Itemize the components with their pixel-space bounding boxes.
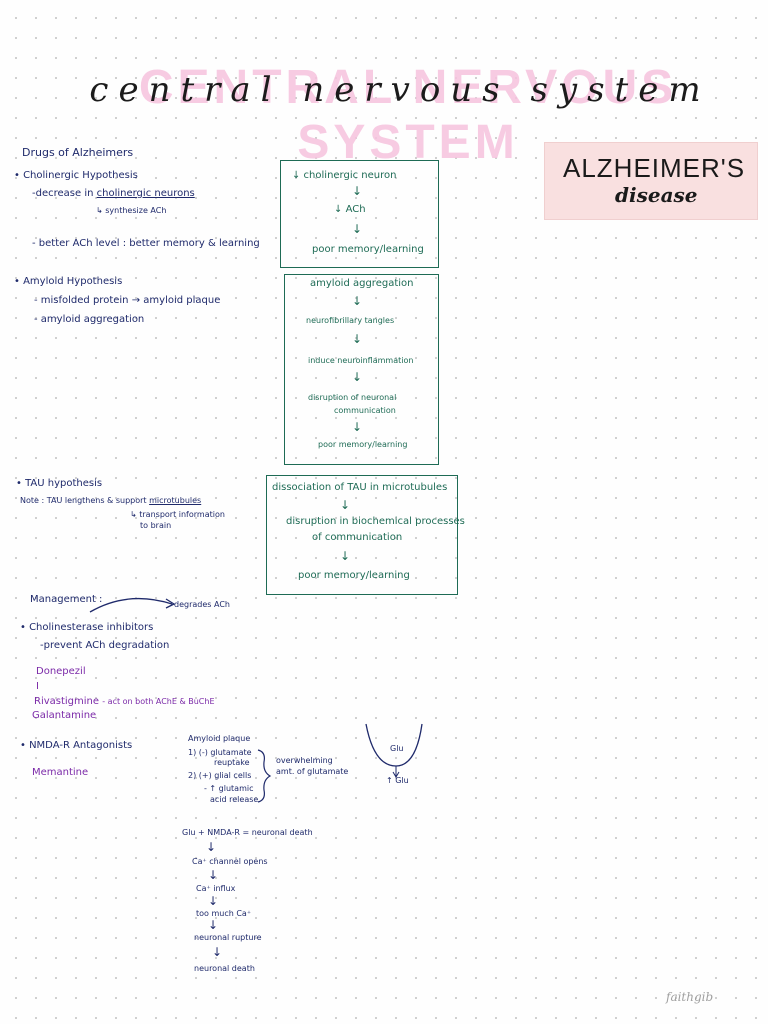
box3-step-4: poor memory/learning	[298, 570, 410, 581]
degrades-ach: degrades ACh	[174, 600, 230, 609]
amyloid-plaque-text: amyloid plaque	[143, 295, 221, 306]
amyloid-heading: • Amyloid Hypothesis	[14, 276, 123, 287]
chain-step-2: Ca⁺ influx	[196, 884, 236, 893]
amyloid-line-1: - misfolded protein → amyloid plaque	[34, 295, 220, 306]
chain-top: Glu + NMDA-R = neuronal death	[182, 828, 313, 837]
cholinesterase-sub: -prevent ACh degradation	[40, 640, 170, 651]
arrow-down-icon: ↓	[340, 549, 351, 563]
curved-arrow-icon	[89, 597, 176, 613]
alzheimers-badge: ALZHEIMER'S disease	[544, 142, 758, 220]
cholinergic-flow-box	[280, 160, 439, 268]
brace-icon	[257, 749, 272, 803]
amyloid-flow-box	[284, 274, 439, 465]
divider-mark: I	[36, 681, 39, 692]
page-title-block: CENTRAL NERVOUS SYSTEM central nervous s…	[60, 60, 720, 169]
chain-step-4: neuronal rupture	[194, 933, 262, 942]
glu-line-5: - ↑ glutamic	[204, 784, 254, 793]
cholinesterase-heading: • Cholinesterase inhibitors	[20, 622, 154, 633]
cholinergic-line-2: ↳ synthesize ACh	[96, 206, 167, 215]
signature: faithgib	[666, 990, 714, 1004]
glu-line-2: 1) (-) glutamate	[188, 748, 252, 757]
tau-note-2: ↳ transport information	[130, 510, 225, 519]
arrow-down-icon: ↓	[352, 370, 363, 384]
u-curve-icon	[365, 723, 423, 778]
drug-donepezil: Donepezil	[36, 666, 86, 677]
tau-flow-box	[266, 475, 458, 595]
cholinergic-line-1-prefix: -decrease in	[32, 188, 94, 199]
drug-rivastigmine-name: Rivastigmine	[34, 696, 100, 707]
cholinergic-neurons-underlined: cholinergic neurons	[96, 188, 195, 199]
arrow-down-icon: ↓	[352, 184, 363, 198]
chain-step-5: neuronal death	[194, 964, 255, 973]
management-heading: Management :	[30, 594, 103, 605]
tau-note: Note : TAU lengthens & support microtubu…	[20, 496, 201, 505]
arrow-right-icon: →	[131, 295, 141, 306]
arrow-down-icon: ↓	[340, 498, 351, 512]
box2-step-1: amyloid aggregation	[310, 278, 414, 289]
tau-note-prefix: Note : TAU lengthens & support	[20, 496, 147, 505]
arrow-down-icon: ↓	[352, 332, 363, 346]
arrow-down-icon: ↓	[212, 945, 223, 959]
badge-subtitle: disease	[615, 183, 698, 207]
box3-step-3: of communication	[312, 532, 403, 543]
title-highlight: CENTRAL NERVOUS SYSTEM	[138, 61, 678, 169]
page-title: central nervous system	[89, 70, 711, 110]
amyloid-line-2: - amyloid aggregation	[34, 314, 145, 325]
drug-galantamine: Galantamine	[32, 710, 97, 721]
arrow-down-icon: ↓	[208, 868, 219, 882]
tau-heading: • TAU hypothesis	[16, 478, 103, 489]
glu-up-label: ↑ Glu	[386, 776, 409, 785]
cholinergic-line-3: - better ACh level : better memory & lea…	[32, 238, 260, 249]
glu-label: Glu	[390, 744, 404, 753]
glu-line-1: Amyloid plaque	[188, 734, 251, 743]
glu-line-6: acid release	[210, 795, 259, 804]
arrow-down-icon: ↓	[208, 918, 219, 932]
overwhelming-1: overwhelming	[276, 756, 333, 765]
box2-step-2: neurofibrillary tangles	[306, 316, 395, 325]
glu-line-3: reuptake	[214, 758, 250, 767]
arrow-down-icon: ↓	[208, 894, 219, 908]
box3-step-1: dissociation of TAU in microtubules	[272, 482, 448, 493]
overwhelming-2: amt. of glutamate	[276, 767, 349, 776]
box2-step-3: induce neuroinflammation	[308, 356, 414, 365]
chain-step-3: too much Ca⁺	[196, 909, 252, 918]
box1-step-1: ↓ cholinergic neuron	[292, 170, 397, 181]
box3-step-2: disruption in biochemical processes	[286, 516, 465, 527]
box2-step-6: poor memory/learning	[318, 440, 408, 449]
arrow-down-small-icon: ↓	[334, 204, 343, 215]
badge-title: ALZHEIMER'S	[563, 153, 746, 183]
arrow-down-icon: ↓	[206, 840, 217, 854]
box1-step-2: ↓ ACh	[334, 204, 366, 215]
arrow-down-icon: ↓	[352, 294, 363, 308]
box1-ach-text: ACh	[345, 204, 366, 215]
tau-note-microtubules: microtubules	[149, 496, 202, 505]
tau-note-3: to brain	[140, 521, 172, 530]
box1-step-3: poor memory/learning	[312, 244, 424, 255]
drug-memantine: Memantine	[32, 767, 89, 778]
chain-step-1: Ca⁺ channel opens	[192, 857, 268, 866]
drugs-heading: Drugs of Alzheimers	[22, 146, 134, 159]
nmda-heading: • NMDA-R Antagonists	[20, 740, 133, 751]
box2-step-5: communication	[334, 406, 396, 415]
glu-line-4: 2) (+) glial cells	[188, 771, 252, 780]
drug-rivastigmine-note: - act on both AChE & BuChE	[102, 697, 215, 706]
cholinergic-heading: • Cholinergic Hypothesis	[14, 170, 138, 181]
amyloid-line-1-text: - misfolded protein	[34, 295, 129, 306]
arrow-down-icon: ↓	[352, 222, 363, 236]
drug-rivastigmine: Rivastigmine - act on both AChE & BuChE	[34, 696, 215, 707]
arrow-down-icon: ↓	[352, 420, 363, 434]
box2-step-4: disruption of neuronal	[308, 393, 397, 402]
cholinergic-line-1: -decrease in cholinergic neurons	[32, 188, 195, 199]
